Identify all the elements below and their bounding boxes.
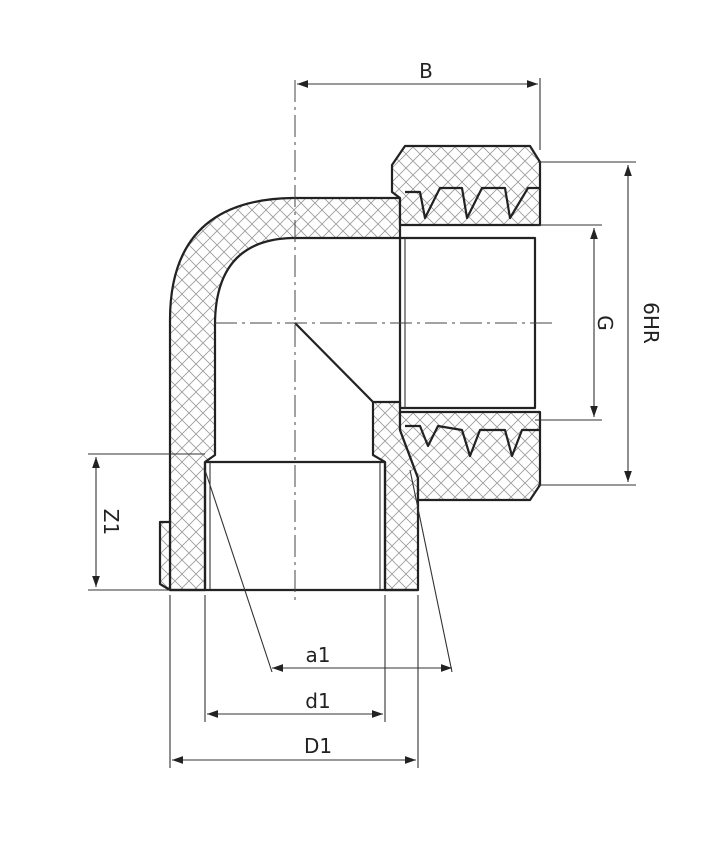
label-a1: a1 — [306, 643, 331, 667]
label-d1: d1 — [305, 689, 330, 713]
label-Z1: Z1 — [99, 509, 123, 535]
label-B: B — [419, 59, 433, 83]
center-lines — [215, 80, 555, 600]
dimension-lines — [92, 80, 632, 764]
label-D1: D1 — [304, 734, 332, 758]
label-6HR: 6HR — [639, 302, 663, 344]
fitting-body-section — [158, 144, 542, 592]
thread-teeth-upper — [405, 186, 540, 220]
label-G: G — [593, 315, 617, 331]
extension-lines — [88, 78, 636, 768]
dimension-labels: B 6HR G Z1 a1 d1 D1 — [99, 59, 663, 758]
thread-teeth-lower — [405, 424, 540, 458]
